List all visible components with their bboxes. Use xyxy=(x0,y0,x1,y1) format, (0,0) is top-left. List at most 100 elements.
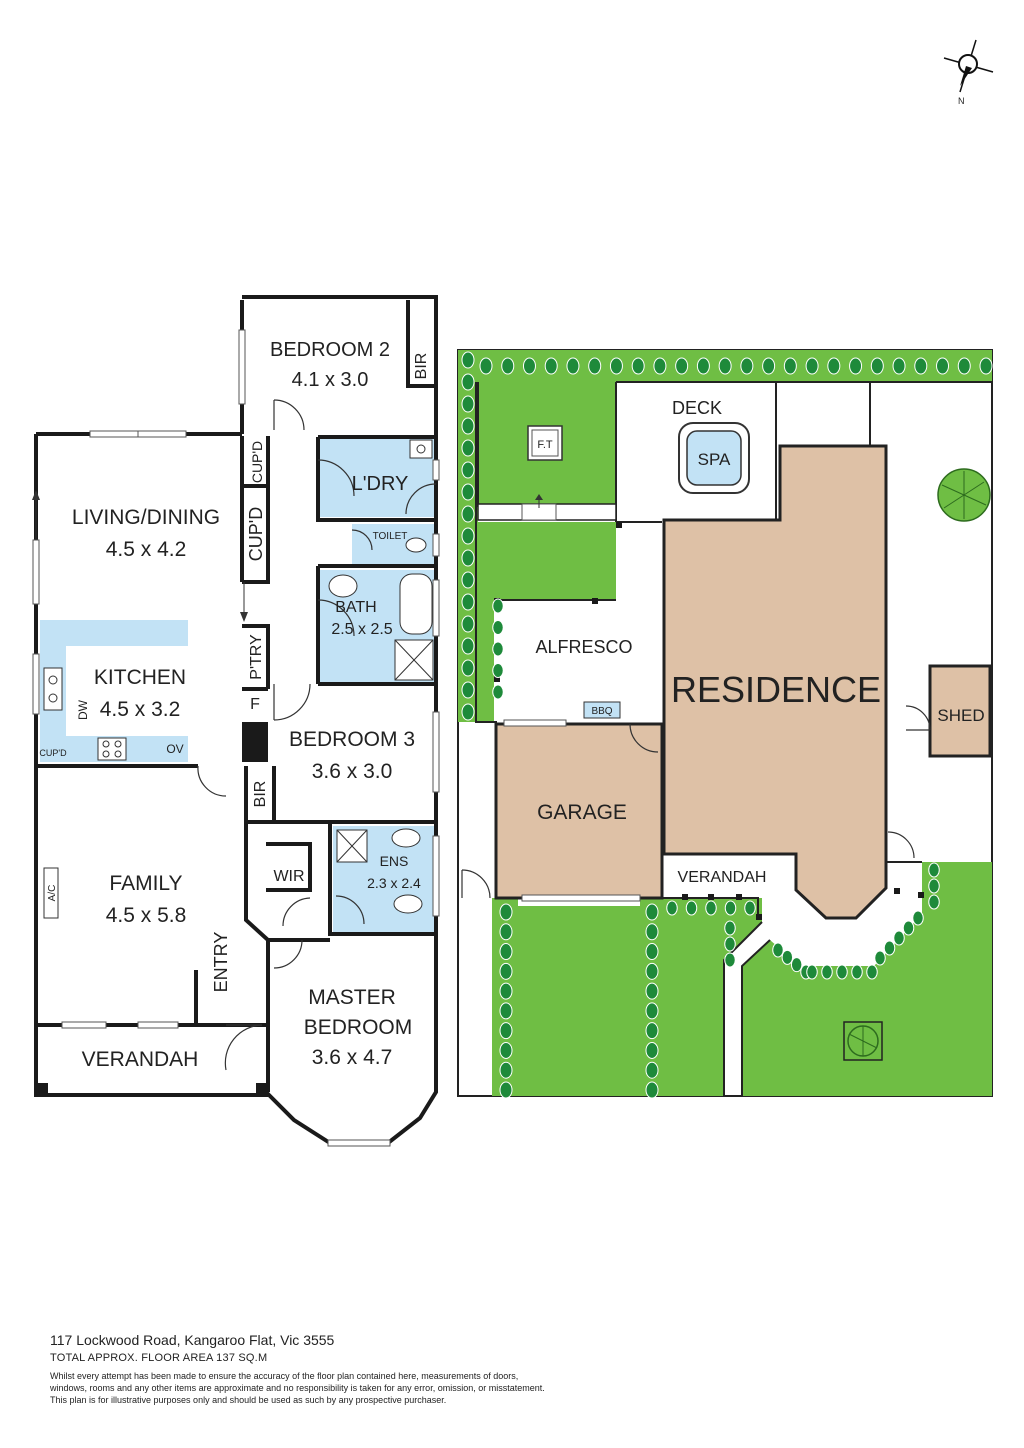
shrub xyxy=(805,357,819,375)
shrub xyxy=(461,527,475,545)
kitchen-name: KITCHEN xyxy=(94,666,186,689)
shrub xyxy=(914,357,928,375)
garage-label: GARAGE xyxy=(537,801,627,824)
shrub xyxy=(870,357,884,375)
shrub xyxy=(461,373,475,391)
shrub xyxy=(928,862,940,878)
shrub xyxy=(912,910,924,926)
ac-label: A/C xyxy=(47,885,58,902)
disclaimer-line-2: windows, rooms and any other items are a… xyxy=(50,1383,545,1393)
windows xyxy=(32,329,440,1147)
tree-icon xyxy=(937,468,991,522)
kitchen-bench xyxy=(40,620,188,762)
ensuite-name: ENS xyxy=(380,853,409,869)
shrub xyxy=(461,593,475,611)
lawn-driveway-side xyxy=(518,906,640,1096)
posts xyxy=(494,522,924,920)
bedroom3-name: BEDROOM 3 xyxy=(289,728,415,751)
basin-icon xyxy=(328,439,433,848)
toilet-icon xyxy=(393,537,427,914)
shrub xyxy=(461,681,475,699)
fridge-label: F xyxy=(250,696,260,713)
cupboard-b-label: CUP'D xyxy=(246,507,266,561)
oven-label: OV xyxy=(166,742,183,756)
residence-label: RESIDENCE xyxy=(671,669,881,710)
shrub-hedges xyxy=(461,351,993,1099)
pantry-label: P'TRY xyxy=(248,634,265,680)
shrub xyxy=(892,357,906,375)
shrub xyxy=(827,357,841,375)
shrub xyxy=(461,439,475,457)
lawn-alfresco-side xyxy=(478,522,616,722)
shrub xyxy=(461,461,475,479)
shrub xyxy=(874,950,886,966)
plan-footer: 117 Lockwood Road, Kangaroo Flat, Vic 35… xyxy=(50,1332,950,1406)
shrub xyxy=(645,943,659,961)
deck-label: DECK xyxy=(672,398,722,418)
disclaimer-line-1: Whilst every attempt has been made to en… xyxy=(50,1371,519,1381)
shrub xyxy=(499,1022,513,1040)
shrub xyxy=(522,357,536,375)
laundry-label: L'DRY xyxy=(352,473,409,495)
shrub xyxy=(492,641,504,657)
shrub xyxy=(501,357,515,375)
shrub xyxy=(499,943,513,961)
shrub xyxy=(492,620,504,635)
shrub xyxy=(461,549,475,567)
shrub xyxy=(893,930,905,946)
shrub xyxy=(645,923,659,941)
oven-cabinet xyxy=(162,736,188,762)
shrub xyxy=(499,923,513,941)
shrub xyxy=(783,357,797,375)
family-size: 4.5 x 5.8 xyxy=(106,904,187,927)
step-arrow-icon xyxy=(535,494,543,508)
property-address: 117 Lockwood Road, Kangaroo Flat, Vic 35… xyxy=(50,1332,335,1348)
shrub xyxy=(675,357,689,375)
shrub xyxy=(461,637,475,655)
shrub xyxy=(718,357,732,375)
shrub xyxy=(696,357,710,375)
shrub xyxy=(499,1081,513,1099)
shrub xyxy=(645,1041,659,1059)
shrub xyxy=(645,903,659,921)
shrub xyxy=(461,571,475,589)
shrub xyxy=(851,964,863,980)
shrub xyxy=(461,615,475,633)
shrub xyxy=(499,1061,513,1079)
shrub xyxy=(653,357,667,375)
ft-label: F.T xyxy=(537,439,553,451)
shrub xyxy=(806,964,818,980)
shrub xyxy=(499,903,513,921)
site-door-swings xyxy=(461,705,931,899)
master-name-line1: MASTER xyxy=(308,986,396,1009)
shrub xyxy=(645,1002,659,1020)
sink-icon xyxy=(43,667,63,711)
shrub xyxy=(499,982,513,1000)
shrub xyxy=(588,357,602,375)
shrub xyxy=(928,894,940,910)
shrub xyxy=(724,920,736,936)
shrub xyxy=(492,598,504,614)
shrub xyxy=(979,357,993,375)
cupboard-a-label: CUP'D xyxy=(249,441,265,483)
bath-size: 2.5 x 2.5 xyxy=(331,621,392,638)
shrub xyxy=(705,900,717,916)
shower-icon xyxy=(394,639,434,681)
bbq xyxy=(583,701,621,719)
compass-north-label: N xyxy=(958,96,965,106)
shrub xyxy=(744,900,756,916)
north-compass-icon: N xyxy=(943,39,994,106)
shrub xyxy=(499,962,513,980)
bedroom3-size: 3.6 x 3.0 xyxy=(312,760,393,783)
shrub xyxy=(461,505,475,523)
bedroom2-size: 4.1 x 3.0 xyxy=(292,369,369,391)
bir-mid-label: BIR xyxy=(252,781,269,808)
dishwasher-label: DW xyxy=(76,699,90,720)
site-plan: F.T SPA DECK ALFRESCO BBQ RESIDENCE SHED… xyxy=(457,349,993,1099)
shrub xyxy=(499,1041,513,1059)
shrub xyxy=(461,703,475,721)
shed-label: SHED xyxy=(937,706,984,725)
family-name: FAMILY xyxy=(109,872,182,895)
shrub xyxy=(724,952,736,968)
shrub xyxy=(499,1002,513,1020)
